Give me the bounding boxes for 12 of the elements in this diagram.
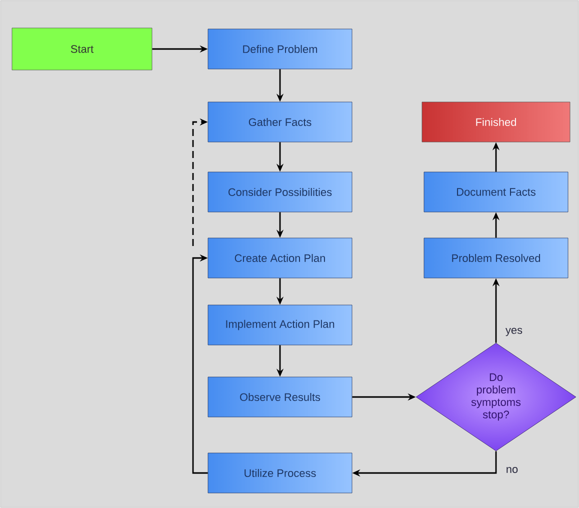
process-box: Gather Facts — [208, 102, 352, 142]
process-box: Utilize Process — [208, 452, 352, 494]
end-box: Finished — [422, 102, 570, 142]
process-box: Consider Possibilities — [208, 172, 352, 212]
process-box: Create Action Plan — [208, 238, 352, 278]
process-box: Observe Results — [208, 376, 352, 418]
arrow — [192, 254, 208, 474]
start-box: Start — [12, 28, 152, 70]
process-box: Problem Resolved — [424, 238, 568, 278]
process-box: Document Facts — [424, 172, 568, 212]
process-box: Define Problem — [208, 28, 352, 70]
process-box: Implement Action Plan — [208, 304, 352, 346]
